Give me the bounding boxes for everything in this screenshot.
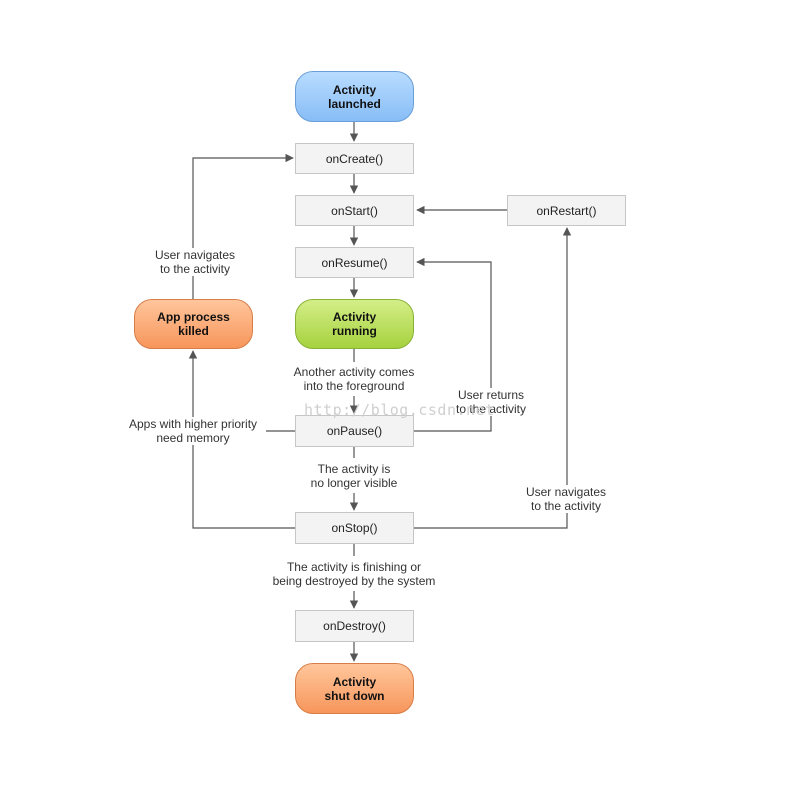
- activity-running-label: Activity running: [332, 310, 377, 338]
- activity-shut-down-node: Activity shut down: [295, 663, 414, 714]
- caption-user-navigates-right: User navigates to the activity: [516, 485, 616, 513]
- activity-launched-label: Activity launched: [328, 82, 381, 111]
- ondestroy-label: onDestroy(): [323, 619, 386, 633]
- caption-another-activity: Another activity comes into the foregrou…: [279, 365, 429, 393]
- arrow-onstop-to-process-killed: [188, 350, 295, 529]
- watermark-text: http://blog.csdn.net: [304, 401, 495, 419]
- caption-apps-higher-priority: Apps with higher priority need memory: [120, 417, 266, 445]
- onstop-node: onStop(): [295, 512, 414, 544]
- caption-user-navigates-left: User navigates to the activity: [140, 248, 250, 276]
- activity-running-node: Activity running: [295, 299, 414, 349]
- onstart-label: onStart(): [331, 203, 378, 218]
- onstop-label: onStop(): [331, 521, 378, 535]
- arrow-onpause-to-onresume: [414, 257, 492, 432]
- onpause-node: onPause(): [295, 415, 414, 447]
- activity-shut-down-label: Activity shut down: [324, 674, 385, 703]
- onstart-node: onStart(): [295, 195, 414, 226]
- activity-launched-node: Activity launched: [295, 71, 414, 122]
- onresume-label: onResume(): [321, 255, 388, 270]
- onrestart-label: onRestart(): [536, 203, 597, 218]
- onresume-node: onResume(): [295, 247, 414, 278]
- caption-no-longer-visible: The activity is no longer visible: [294, 462, 414, 490]
- onpause-label: onPause(): [326, 424, 383, 438]
- arrow-process-killed-to-oncreate: [192, 153, 294, 299]
- ondestroy-node: onDestroy(): [295, 610, 414, 642]
- onrestart-node: onRestart(): [507, 195, 626, 226]
- oncreate-label: onCreate(): [325, 151, 384, 166]
- app-process-killed-node: App process killed: [134, 299, 253, 349]
- caption-finishing-or-destroyed: The activity is finishing or being destr…: [259, 560, 449, 588]
- arrow-onstop-to-onrestart: [414, 227, 572, 529]
- caption-user-returns: User returns to the activity: [448, 388, 534, 416]
- app-process-killed-label: App process killed: [157, 310, 230, 338]
- oncreate-node: onCreate(): [295, 143, 414, 174]
